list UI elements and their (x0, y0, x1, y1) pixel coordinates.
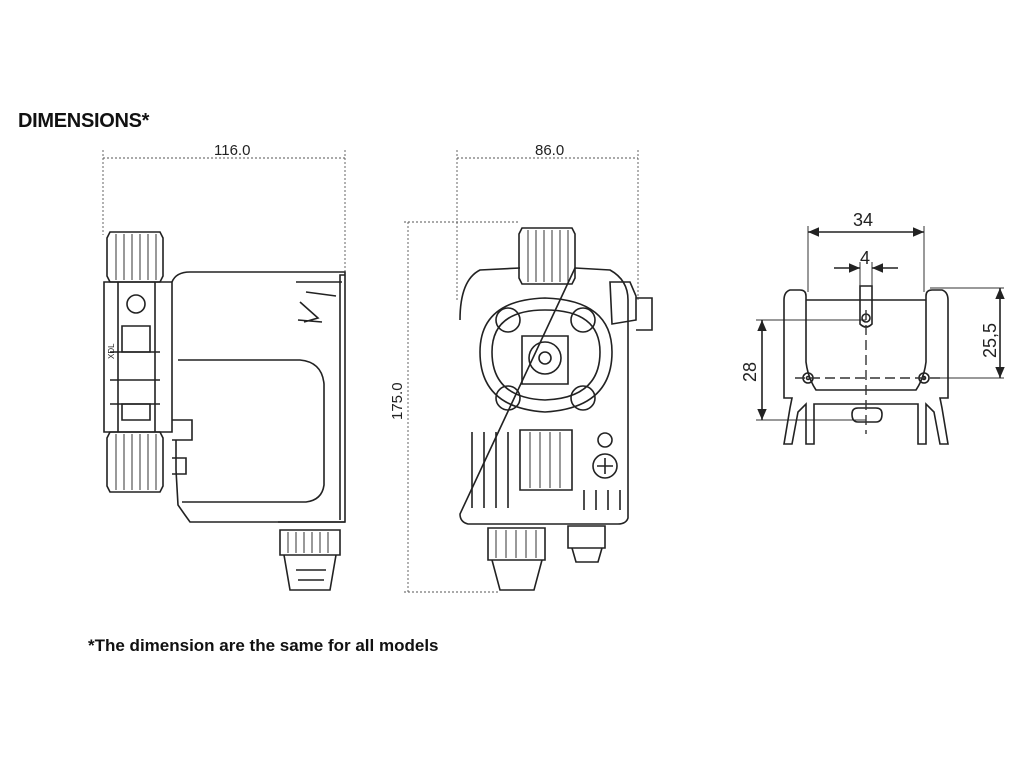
side-width-label: 116.0 (214, 142, 250, 159)
slot-height-label: 25,5 (980, 323, 1000, 358)
bracket-view: 34 4 28 25,5 (740, 210, 1005, 445)
slot-width-label: 4 (860, 248, 870, 268)
svg-text:XDL: XDL (107, 343, 116, 359)
height-label: 175.0 (389, 382, 406, 420)
side-view: 116.0 XDL (102, 142, 346, 591)
footnote: *The dimension are the same for all mode… (88, 636, 439, 655)
bracket-width-label: 34 (853, 210, 873, 230)
page-title: DIMENSIONS* (18, 110, 150, 132)
front-width-label: 86.0 (535, 142, 564, 159)
front-view: 86.0 175.0 (389, 142, 653, 593)
hole-height-label: 28 (740, 362, 760, 382)
